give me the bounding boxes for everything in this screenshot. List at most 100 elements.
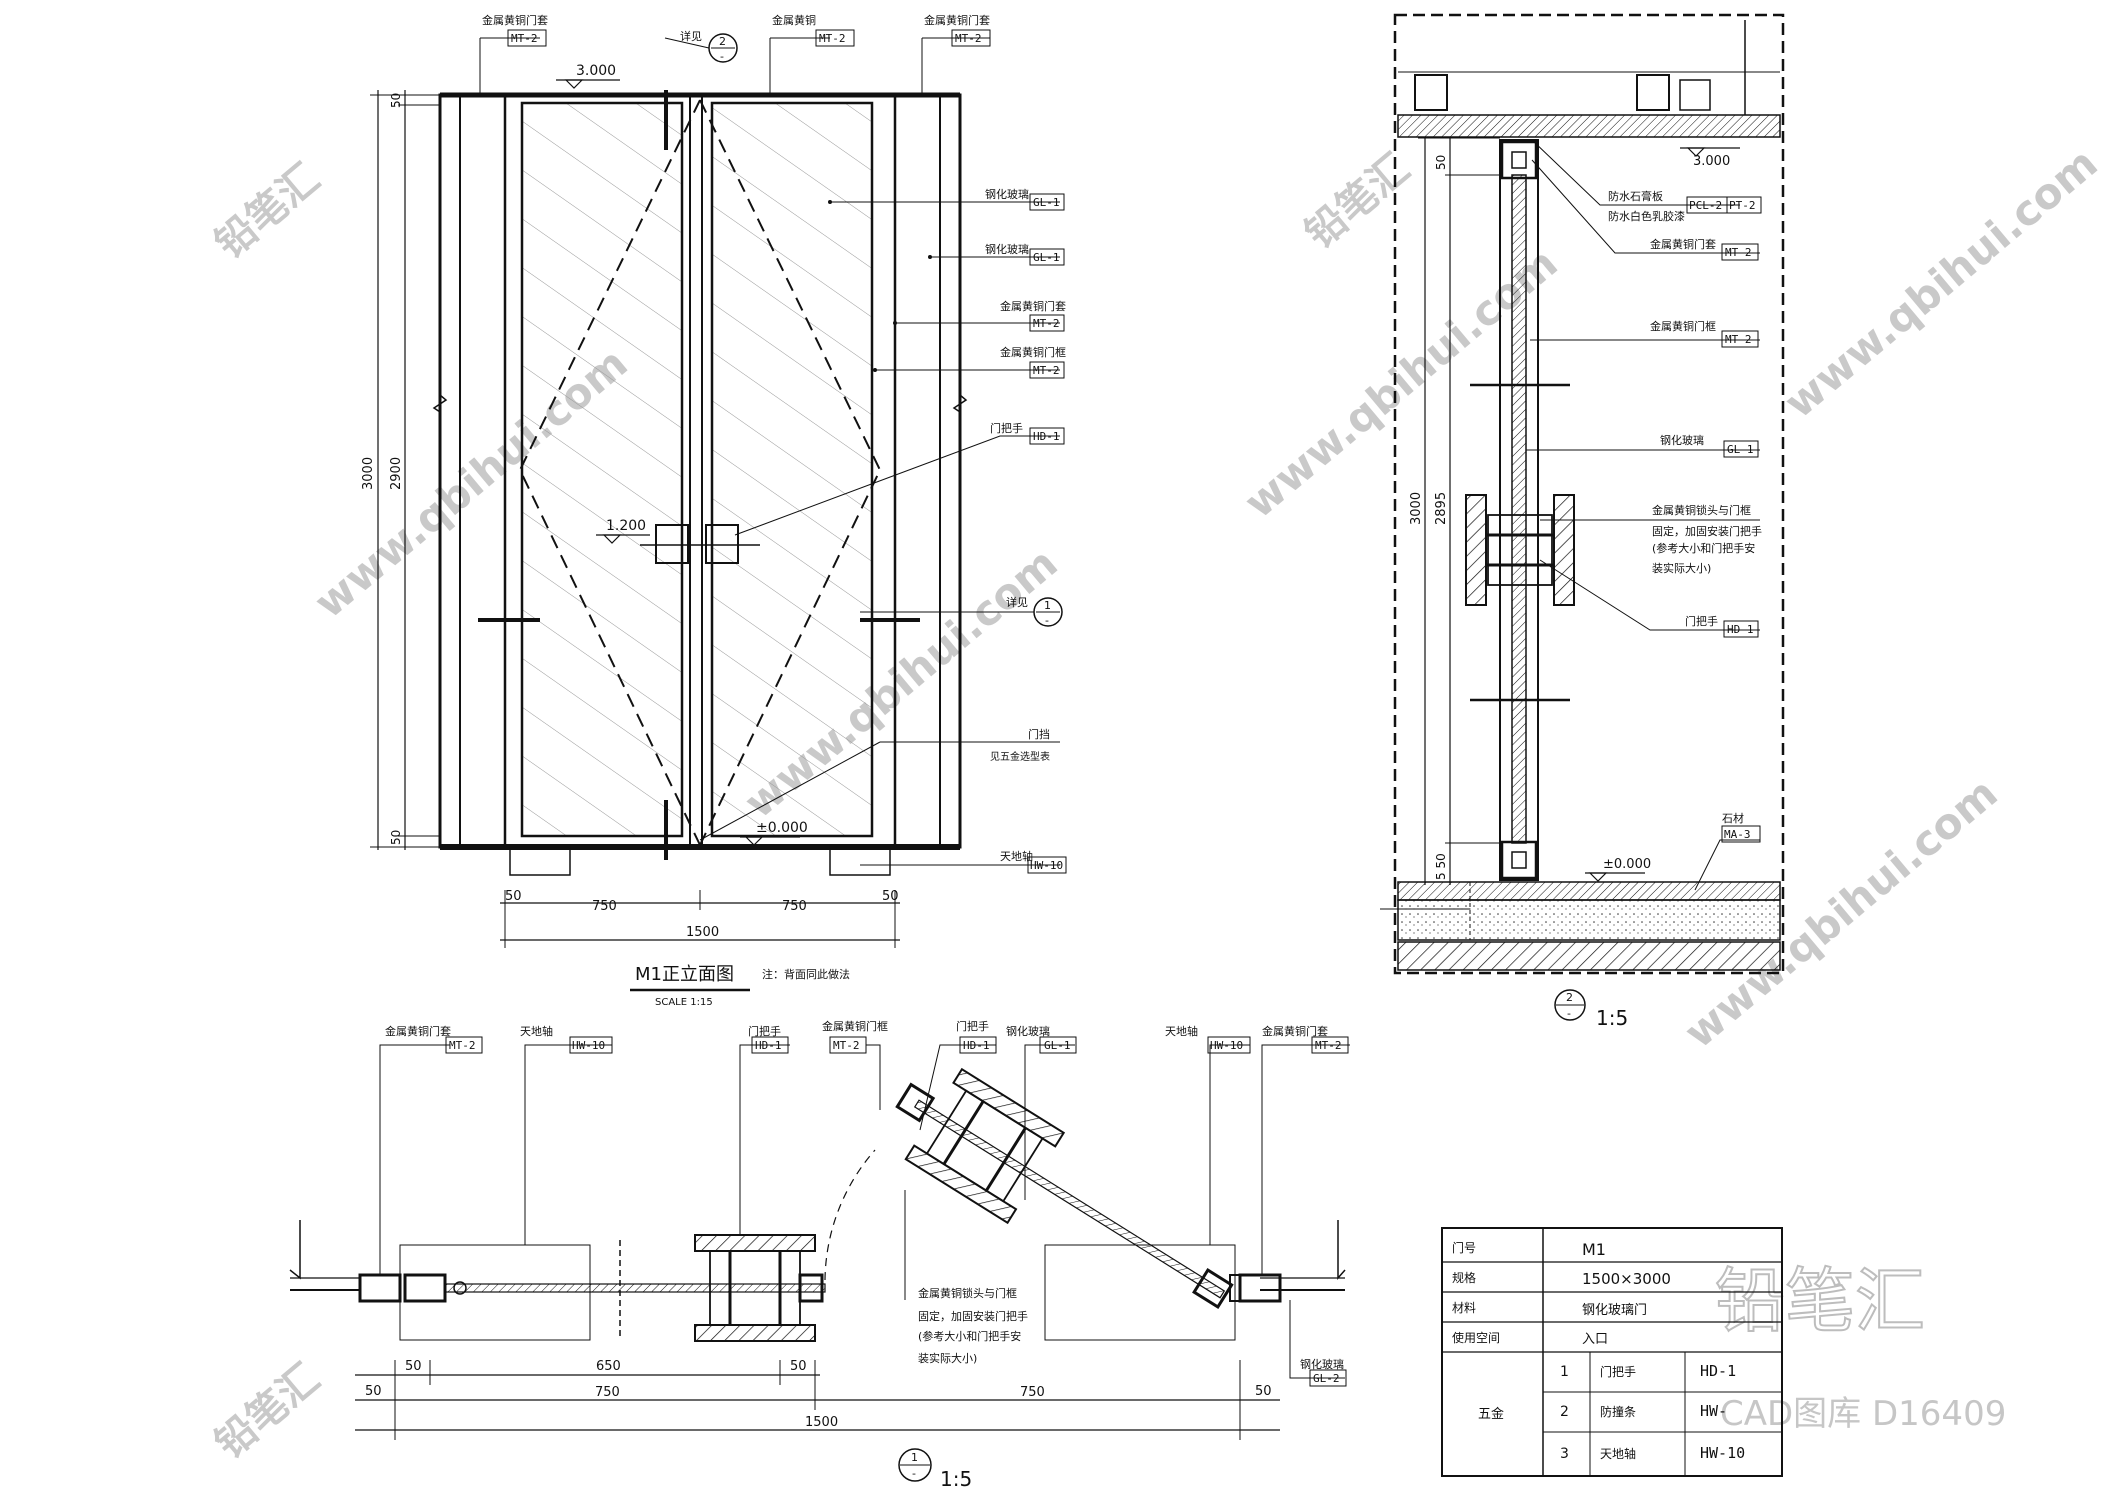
level-handle: 1.200 [606, 518, 646, 534]
section-2-callout-jamb: 金属黄铜门套 MT-2 [1531, 159, 1760, 261]
svg-text:天地轴: 天地轴 [1165, 1024, 1198, 1038]
door-stop-note: 见五金选型表 [990, 750, 1050, 763]
section-2-tag-icon [1554, 989, 1586, 1021]
section-2-dim-bottom: 5 50 [1434, 853, 1448, 880]
svg-text:金属黄铜锁头与门框: 金属黄铜锁头与门框 [918, 1286, 1017, 1300]
svg-text:HD-1: HD-1 [1727, 623, 1754, 636]
svg-text:钢化玻璃: 钢化玻璃 [1006, 1024, 1050, 1038]
section-1-tag-icon [898, 1448, 932, 1482]
plan-dim-row1-c: 50 [790, 1359, 807, 1374]
plan-callout-jamb-left: 金属黄铜门套 MT-2 [379, 1024, 483, 1275]
elevation-callout-top-right: 金属黄铜门套 MT-2 [921, 13, 991, 95]
left-handle [655, 524, 689, 564]
svg-text:GL-1: GL-1 [1044, 1039, 1071, 1052]
svg-text:固定，加固安装门把手: 固定，加固安装门把手 [918, 1309, 1028, 1323]
plan-callout-handle-left: 门把手 HD-1 [739, 1024, 790, 1235]
plan-dim-row2-d: 50 [1255, 1384, 1272, 1399]
svg-text:固定，加固安装门把手: 固定，加固安装门把手 [1652, 524, 1762, 538]
schedule-label-size: 规格 [1452, 1270, 1476, 1285]
elevation-callout-pivot: 天地轴 HW-10 [860, 849, 1067, 874]
plan-dim-row1-a: 50 [405, 1359, 422, 1374]
hardware-1-code: HD-1 [1700, 1362, 1736, 1380]
dim-total-width: 1500 [686, 925, 719, 940]
svg-text:HD-1: HD-1 [1033, 430, 1060, 443]
hardware-1-name: 门把手 [1600, 1364, 1636, 1379]
svg-text:HD-1: HD-1 [963, 1039, 990, 1052]
svg-text:PCL-2: PCL-2 [1689, 199, 1722, 212]
svg-text:GL-1: GL-1 [1727, 443, 1754, 456]
hardware-3-no: 3 [1560, 1446, 1569, 1462]
plan-callout-handle-right: 门把手 HD-1 [919, 1019, 997, 1131]
svg-text:MT-2: MT-2 [1725, 246, 1752, 259]
plan-callout-jamb-right: 金属黄铜门套 MT-2 [1261, 1024, 1350, 1275]
svg-text:钢化玻璃: 钢化玻璃 [1300, 1357, 1344, 1371]
svg-text:天地轴: 天地轴 [1000, 849, 1033, 863]
section-2-callout-glass: 钢化玻璃 GL-1 [1526, 433, 1760, 458]
plan-callout-glass-2: 钢化玻璃 GL-2 [1289, 1300, 1347, 1387]
section-2-ref-label: 详见 [680, 29, 702, 43]
dim-inner-height: 2900 [389, 457, 404, 490]
schedule-label-door-no: 门号 [1452, 1240, 1476, 1255]
level-floor: ±0.000 [756, 820, 808, 836]
hardware-2-code: HW- [1700, 1402, 1727, 1420]
dim-w-right-leaf: 750 [782, 899, 807, 914]
svg-text:1: 1 [911, 1451, 918, 1464]
left-door-leaf-glass [520, 101, 684, 838]
svg-text:天地轴: 天地轴 [520, 1024, 553, 1038]
dim-w-left-leaf: 750 [592, 899, 617, 914]
door-elevation: 3.000 1.200 ±0.000 3000 2900 50 50 50 75… [361, 13, 1067, 1008]
section-2-scale: 1:5 [1596, 1006, 1628, 1030]
elevation-callout-handle: 门把手 HD-1 [734, 421, 1065, 536]
svg-text:-: - [1045, 614, 1049, 627]
svg-text:PT-2: PT-2 [1729, 199, 1756, 212]
svg-text:(参考大小和门把手安: (参考大小和门把手安 [918, 1329, 1021, 1343]
svg-text:2: 2 [719, 35, 726, 48]
svg-text:石材: 石材 [1722, 811, 1744, 825]
svg-text:MT-2: MT-2 [955, 32, 982, 45]
elevation-callout-door-frame: 金属黄铜门框 MT-2 [873, 345, 1066, 379]
svg-text:金属黄铜门框: 金属黄铜门框 [1000, 345, 1066, 359]
svg-text:MT-2: MT-2 [1033, 364, 1060, 377]
watermark-site: www.qbihui.com [1775, 138, 2107, 427]
plan-left-handle-bottom [694, 1324, 816, 1342]
svg-text:金属黄铜门套: 金属黄铜门套 [385, 1024, 451, 1038]
section-1-ref-label: 详见 [1006, 595, 1028, 609]
svg-text:金属黄铜门套: 金属黄铜门套 [924, 13, 990, 27]
dim-w-left-jamb: 50 [505, 889, 522, 904]
schedule-value-size: 1500×3000 [1582, 1270, 1671, 1288]
svg-text:金属黄铜: 金属黄铜 [772, 13, 816, 27]
hardware-2-no: 2 [1560, 1404, 1569, 1420]
watermark-brand: 铅笔汇 [207, 155, 328, 267]
plan-dim-row2-a: 50 [365, 1384, 382, 1399]
plan-dim-row2-b: 750 [595, 1385, 620, 1400]
svg-text:防水白色乳胶漆: 防水白色乳胶漆 [1608, 209, 1685, 223]
svg-text:MT-2: MT-2 [511, 32, 538, 45]
svg-text:门把手: 门把手 [1685, 614, 1718, 628]
plan-scale: 1:5 [940, 1467, 972, 1491]
elevation-callout-glass-1: 钢化玻璃 GL-1 [828, 187, 1065, 211]
watermark-brand-large: 铅笔汇 [1715, 1260, 1925, 1342]
section-2-callout-handle: 门把手 HD-1 [1539, 559, 1760, 638]
elevation-callout-glass-2: 钢化玻璃 GL-1 [928, 242, 1065, 266]
schedule-label-space: 使用空间 [1452, 1330, 1500, 1345]
door-stop-label: 门挡 [1028, 727, 1050, 741]
elevation-scale: SCALE 1:15 [655, 997, 713, 1008]
elevation-note: 注：背面同此做法 [762, 967, 850, 981]
section-2-dim-top: 50 [1434, 155, 1448, 170]
right-door-leaf-glass [710, 101, 874, 838]
svg-text:门把手: 门把手 [748, 1024, 781, 1038]
section-2-callout-frame: 金属黄铜门框 MT-2 [1530, 319, 1760, 348]
section-2-callout-gypsum: 防水石膏板 PCL-2 PT-2 防水白色乳胶漆 [1531, 139, 1762, 223]
plan-callout-pivot-left: 天地轴 HW-10 [520, 1024, 613, 1245]
svg-text:HW-10: HW-10 [1210, 1039, 1243, 1052]
dim-total-height: 3000 [361, 457, 376, 490]
svg-text:MT-2: MT-2 [449, 1039, 476, 1052]
svg-text:-: - [912, 1467, 916, 1480]
svg-text:MT-2: MT-2 [1315, 1039, 1342, 1052]
svg-text:MT-2: MT-2 [833, 1039, 860, 1052]
dim-top-gap: 50 [389, 93, 403, 108]
vertical-section-2: 3.000 ±0.000 3000 2895 50 5 50 防水石膏板 PCL… [1380, 13, 1785, 1030]
right-handle [705, 524, 739, 564]
svg-text:装实际大小): 装实际大小) [918, 1351, 977, 1365]
